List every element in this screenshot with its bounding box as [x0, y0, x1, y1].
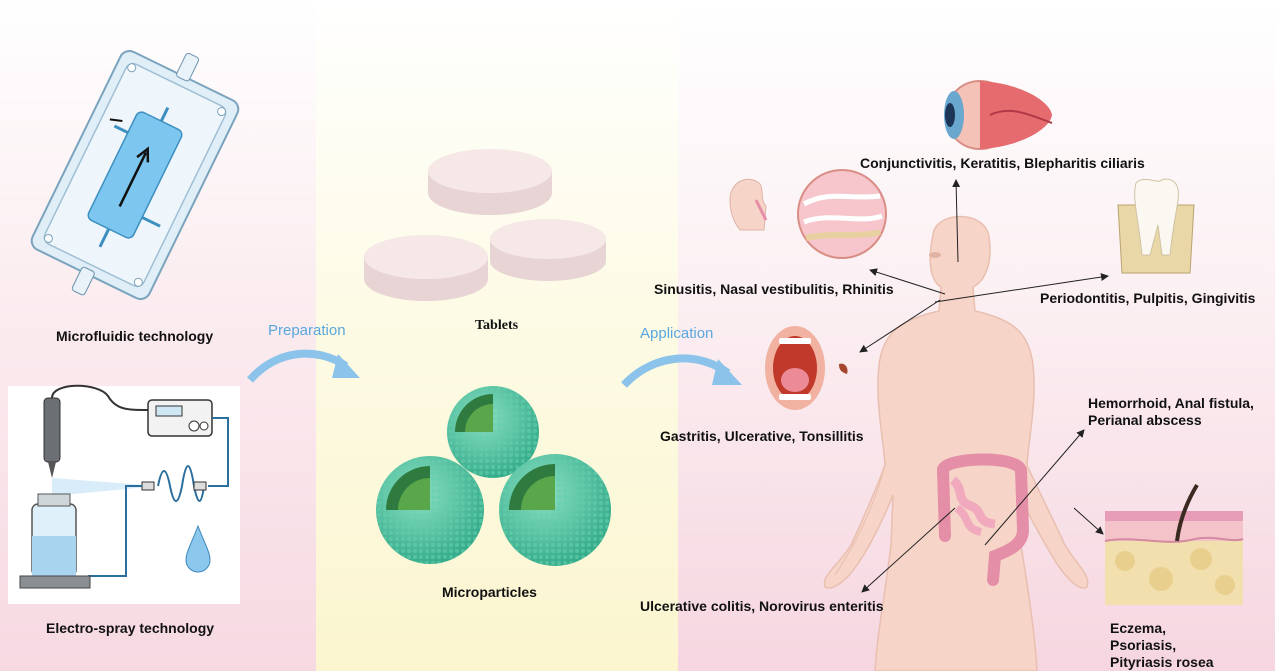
arrow-to-eye [956, 180, 958, 262]
arrow-to-teeth [935, 276, 1108, 302]
arrow-to-mouth [860, 300, 940, 352]
arrow-to-skin [1074, 508, 1103, 534]
arrow-to-anus [985, 430, 1084, 545]
arrow-to-colon [862, 508, 955, 592]
arrow-to-nose [870, 270, 945, 294]
